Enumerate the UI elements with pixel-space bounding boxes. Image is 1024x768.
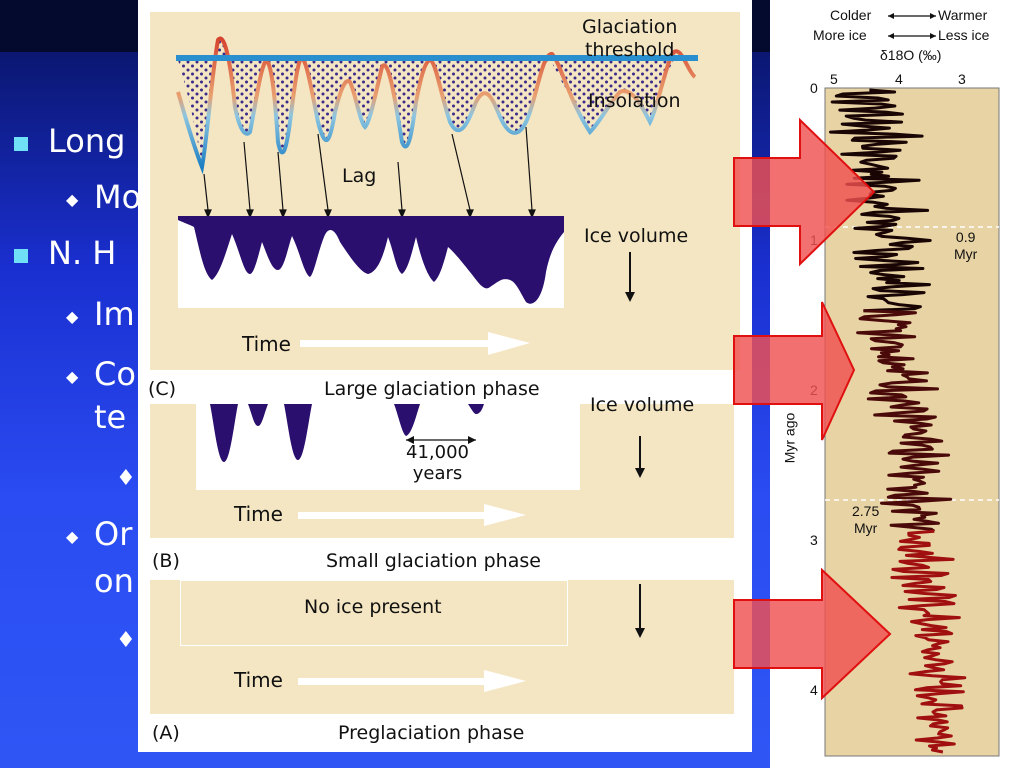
panel-a-letter: (A) [152, 722, 180, 744]
time-arrowhead [484, 670, 526, 692]
no-ice-box [180, 580, 568, 646]
isotope-trace-segment [890, 529, 967, 754]
insolation-curve [176, 36, 697, 175]
x-tick-label: 4 [895, 71, 903, 87]
time-arrow-shaft [298, 678, 498, 685]
ice-volume-area [178, 216, 564, 304]
small-ice-volume-diagram [196, 404, 645, 526]
time-arrowhead [488, 332, 530, 355]
panel-c-letter: (C) [148, 378, 177, 400]
panel-preglaciation: No ice present Time [150, 580, 734, 714]
x-tick-label: 3 [958, 71, 966, 87]
header-warmer: Warmer [938, 7, 988, 23]
panel-c-title: Large glaciation phase [324, 378, 540, 400]
insolation-label: Insolation [588, 90, 681, 112]
time-arrowhead [484, 504, 526, 526]
time-label: Time [234, 502, 283, 526]
ice-volume-area [210, 404, 484, 462]
panel-small-glaciation: Ice volume 41,000 years Time [150, 394, 734, 538]
time-label: Time [234, 668, 283, 692]
time-arrow-shaft [298, 512, 498, 519]
sub-bullet-marker: ◆ [66, 307, 79, 326]
period-right-arrowhead [468, 436, 476, 444]
sub-bullet-text: Mo [94, 178, 142, 216]
bullet-text: Long [48, 122, 126, 160]
time-arrow-shaft [300, 340, 500, 347]
axis-title: δ18O (‰) [880, 47, 942, 63]
header-colder: Colder [830, 7, 872, 23]
lag-label: Lag [342, 165, 377, 187]
bullet-text: N. H [48, 234, 117, 272]
ice-volume-label: Ice volume [590, 394, 695, 416]
ice-volume-label: Ice volume [584, 225, 689, 247]
sub-bullet-marker: ◆ [66, 367, 79, 386]
insolation-ice-diagram [176, 36, 698, 355]
marker-label-2-75: 2.75 Myr [852, 503, 880, 536]
y-tick-label: 3 [810, 532, 818, 548]
period-left-arrowhead [406, 436, 414, 444]
period-label: 41,000 years [406, 442, 469, 484]
x-tick-label: 5 [830, 71, 838, 87]
y-tick-label: 0 [810, 80, 818, 96]
glaciation-phases-figure: Glaciation threshold Insolation Lag Ice … [138, 0, 752, 752]
sub-bullet-text: Co [94, 355, 136, 393]
header-arrows [888, 13, 936, 39]
isotope-record-figure: Colder Warmer More ice Less ice δ18O (‰)… [770, 0, 1024, 768]
lag-arrows [203, 126, 536, 219]
header-less-ice: Less ice [938, 27, 990, 43]
panel-b-letter: (B) [152, 550, 180, 572]
sub-bullet-text: on [94, 562, 134, 600]
ice-volume-arrowhead [635, 628, 645, 638]
glaciation-threshold-label: Glaciation threshold [582, 16, 678, 61]
sub-sub-bullet-marker: ♦ [116, 628, 136, 653]
sub-bullet-text: Im [94, 295, 135, 333]
ice-volume-arrowhead [625, 292, 635, 302]
marker-label-0-9: 0.9 Myr [954, 229, 978, 262]
header-more-ice: More ice [813, 27, 867, 43]
sub-bullet-text: Or [94, 515, 133, 553]
sub-bullet-marker: ◆ [66, 190, 79, 209]
preglaciation-arrows [298, 584, 645, 692]
sub-sub-bullet-marker: ♦ [116, 466, 136, 491]
panel-large-glaciation: Glaciation threshold Insolation Lag Ice … [150, 12, 740, 370]
sub-bullet-marker: ◆ [66, 527, 79, 546]
bullet-marker [14, 249, 28, 263]
panel-b-title: Small glaciation phase [326, 550, 541, 572]
time-label: Time [242, 332, 291, 356]
no-ice-label: No ice present [304, 596, 442, 618]
sub-bullet-text: te [94, 398, 127, 436]
panel-a-title: Preglaciation phase [338, 722, 525, 744]
bullet-marker [14, 137, 28, 151]
ice-volume-arrowhead [635, 468, 645, 478]
isotope-plot [824, 87, 1000, 757]
isotope-trace-segment [856, 309, 953, 533]
